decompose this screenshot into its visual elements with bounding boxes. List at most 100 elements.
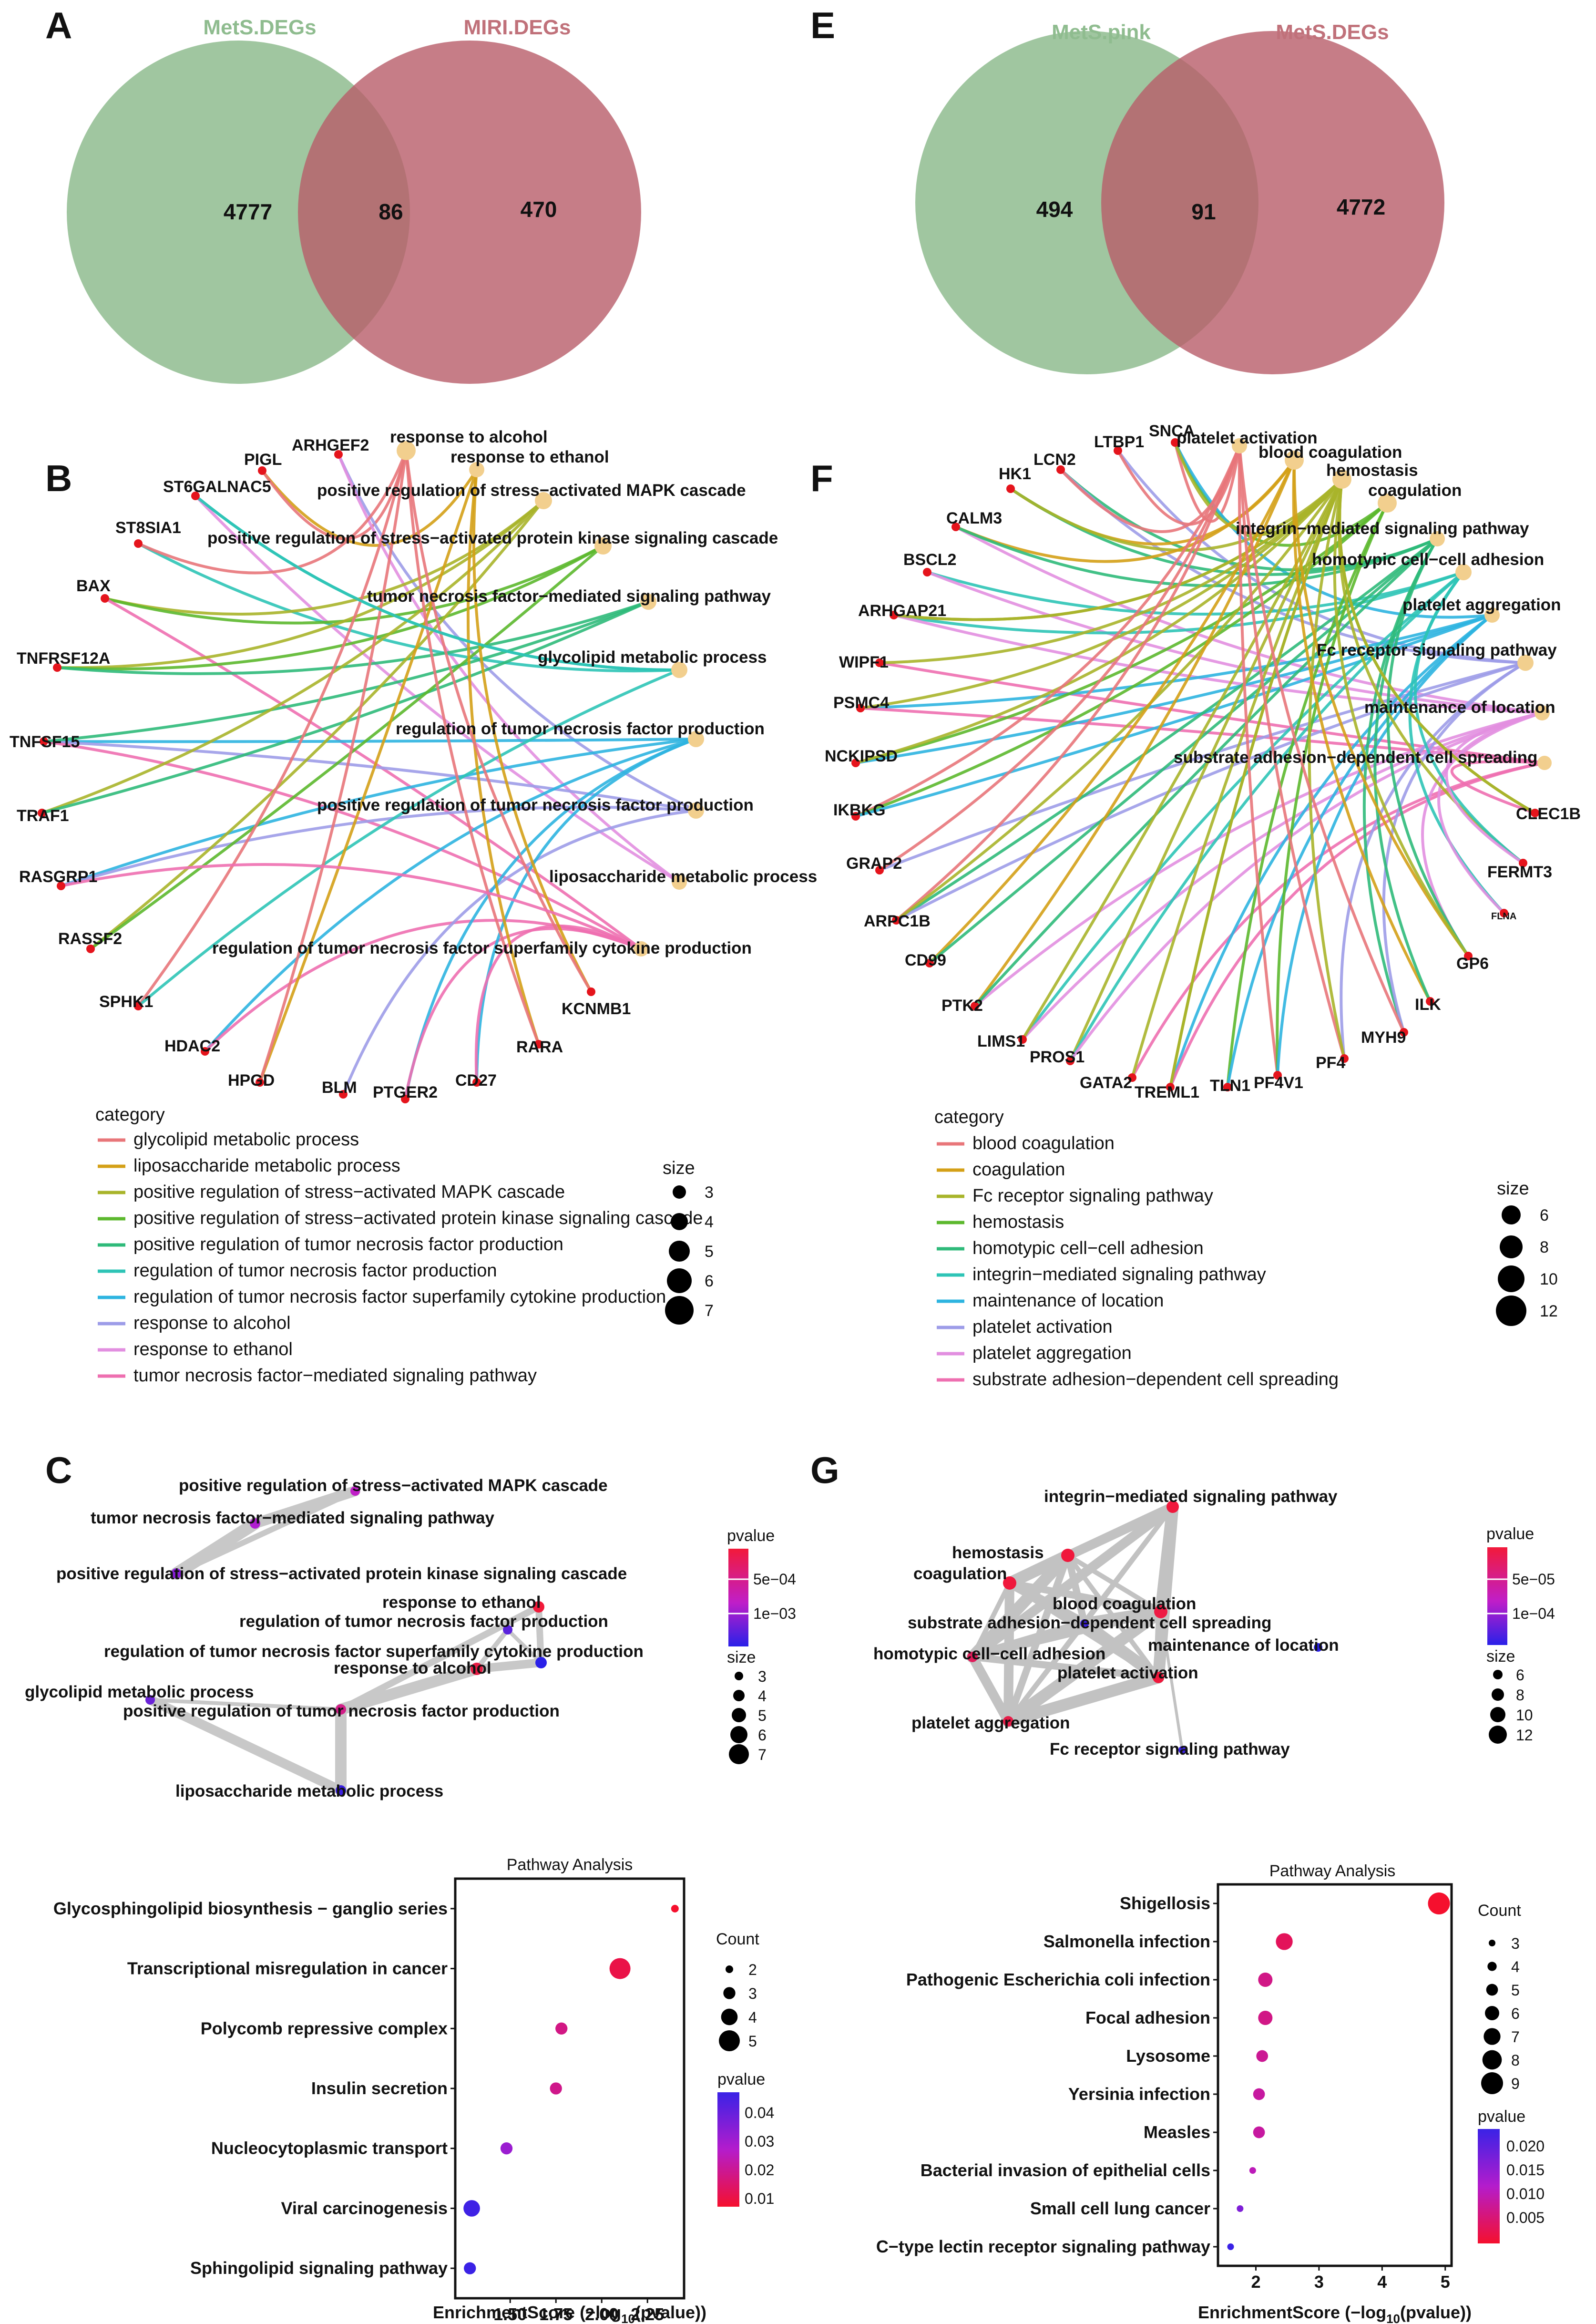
term-label: maintenance of location xyxy=(1148,1636,1339,1655)
gene-label: ARHGEF2 xyxy=(292,436,369,454)
gene-term-edge xyxy=(405,450,540,1045)
cnet-b: PIGL ARHGEF2 ST6GALNAC5 ST8SIA1 BAX TNFR… xyxy=(10,428,817,1103)
size-legend-dot xyxy=(1498,1265,1524,1292)
gene-node xyxy=(40,737,48,746)
count-legend-dot xyxy=(719,2030,740,2051)
count-legend-title: Count xyxy=(716,1930,759,1948)
gene-term-edge xyxy=(61,805,696,887)
gene-node xyxy=(1066,1057,1074,1065)
size-legend-dot xyxy=(671,1213,688,1230)
gene-term-edge xyxy=(1131,761,1545,1079)
count-legend-dot xyxy=(1481,2072,1503,2094)
gene-term-edge xyxy=(855,478,1343,764)
venn-e-left-count: 494 xyxy=(1036,197,1073,222)
venn-a-right-circle xyxy=(298,41,641,384)
gene-term-edge xyxy=(1169,761,1545,1088)
gene-node xyxy=(875,866,884,874)
gene-term-edge xyxy=(258,469,478,1083)
gene-label: TRAF1 xyxy=(17,807,69,825)
panel-letter-e: E xyxy=(810,4,835,46)
similarity-edge xyxy=(968,1652,1013,1726)
gene-term-edge xyxy=(860,478,1343,710)
size-legend-dot xyxy=(730,1726,747,1743)
similarity-edge xyxy=(966,1549,1074,1663)
gene-term-edge xyxy=(1382,661,1526,1033)
gene-label: HK1 xyxy=(999,465,1031,483)
similarity-edge xyxy=(969,1653,1162,1681)
gene-label: ARHGAP21 xyxy=(858,602,946,620)
emap-g: integrin−mediated signaling pathway hemo… xyxy=(873,1487,1555,1758)
gene-term-edge xyxy=(1276,614,1493,1076)
term-label: regulation of tumor necrosis factor supe… xyxy=(104,1642,644,1661)
term-node xyxy=(535,492,552,509)
data-point xyxy=(1258,1973,1273,1987)
gene-term-edge xyxy=(1445,711,1543,864)
gene-term-edge xyxy=(342,809,696,1095)
legend-label: platelet activation xyxy=(972,1317,1113,1337)
term-label: platelet activation xyxy=(1057,1664,1198,1682)
data-point xyxy=(1237,2205,1244,2212)
pvalue-tick-label: 0.02 xyxy=(745,2161,774,2179)
gene-term-edge xyxy=(855,502,1388,764)
gene-term-edge xyxy=(104,597,642,950)
term-label: regulation of tumor necrosis factor prod… xyxy=(396,720,765,738)
y-tick-label: Measles xyxy=(1144,2122,1210,2142)
gene-label: GATA2 xyxy=(1080,1074,1132,1092)
gene-node xyxy=(1426,997,1434,1006)
gene-term-edge xyxy=(43,738,696,743)
venn-a-overlap-count: 86 xyxy=(379,199,403,224)
similarity-edge xyxy=(174,1488,358,1576)
term-label: liposaccharide metabolic process xyxy=(175,1782,443,1800)
gene-node xyxy=(1128,1073,1136,1082)
similarity-edge xyxy=(1064,1552,1088,1627)
gene-label: FLNA xyxy=(1491,911,1516,922)
gene-node xyxy=(587,987,595,996)
data-point xyxy=(1227,2243,1234,2250)
legend-title: category xyxy=(95,1105,165,1125)
panel-letter-b: B xyxy=(45,457,72,499)
x-tick-label: 2.00 xyxy=(585,2304,618,2324)
term-label: substrate adhesion−dependent cell spread… xyxy=(1174,748,1537,767)
size-legend-label: 5 xyxy=(758,1707,767,1724)
size-legend-label: 5 xyxy=(705,1243,714,1261)
legend-title: category xyxy=(934,1107,1004,1127)
term-label: regulation of tumor necrosis factor supe… xyxy=(212,939,752,957)
similarity-edge xyxy=(535,1604,544,1666)
gene-term-edge xyxy=(405,450,593,993)
gene-label: PIGL xyxy=(244,451,282,469)
gene-term-edge xyxy=(895,537,1438,922)
gene-node xyxy=(1223,1083,1232,1091)
data-point xyxy=(671,1904,679,1913)
cnet-f-edges xyxy=(855,442,1545,1088)
gene-node xyxy=(201,1047,209,1056)
pvalue-tick-label: 0.005 xyxy=(1506,2209,1545,2226)
size-legend-label: 6 xyxy=(705,1272,714,1290)
term-node xyxy=(688,731,704,747)
gene-label: KCNMB1 xyxy=(562,1000,631,1018)
pvalue-tick-label: 0.015 xyxy=(1506,2161,1545,2179)
cnet-b-legend: category glycolipid metabolic processlip… xyxy=(95,1105,714,1386)
colorbar-tick-label: 1e−03 xyxy=(753,1605,796,1622)
y-tick-label: Small cell lung cancer xyxy=(1030,2199,1210,2218)
gene-label: ST8SIA1 xyxy=(115,519,181,537)
chart-title: Pathway Analysis xyxy=(507,1856,633,1874)
gene-node xyxy=(134,1002,143,1010)
gene-term-edge xyxy=(137,450,408,575)
term-node xyxy=(1178,1746,1186,1754)
gene-term-edge xyxy=(1226,614,1493,1088)
similarity-edge xyxy=(1003,1578,1014,1726)
x-axis-label-tail: (pvalue)) xyxy=(635,2303,706,2322)
count-legend-label: 4 xyxy=(1511,1958,1520,1975)
gene-label: PTGER2 xyxy=(373,1083,438,1101)
term-label: integrin−mediated signaling pathway xyxy=(1236,519,1529,538)
term-label: response to ethanol xyxy=(450,448,609,466)
gene-term-edge xyxy=(1169,478,1343,1088)
term-label: integrin−mediated signaling pathway xyxy=(1044,1487,1338,1506)
term-node xyxy=(469,462,484,477)
gene-term-edge xyxy=(926,571,1543,714)
